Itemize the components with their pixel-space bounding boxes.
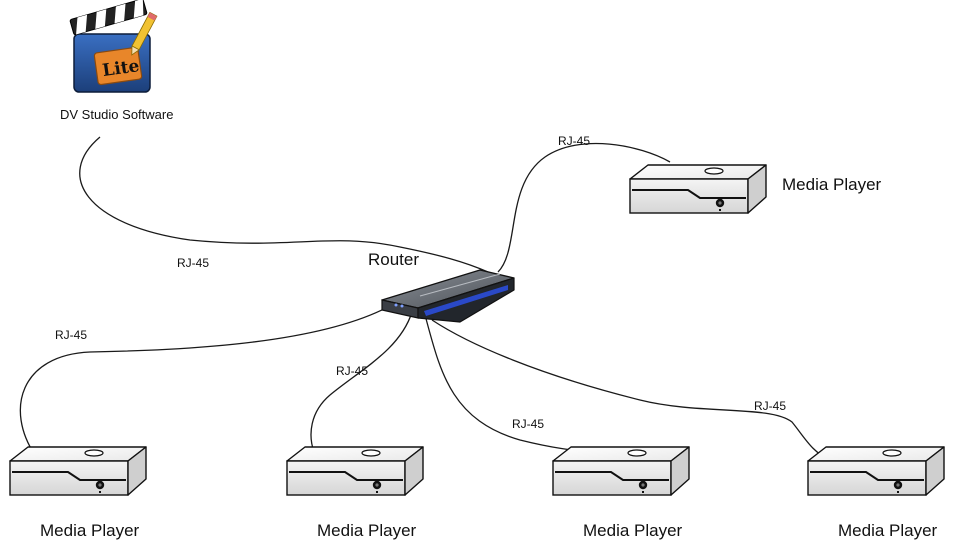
cable-router-player-bottom-3: [424, 314, 613, 457]
media-player-label: Media Player: [317, 521, 417, 540]
media-player-label: Media Player: [838, 521, 938, 540]
media-player-device-icon: [629, 164, 767, 214]
cable-router-player-bottom-2: [310, 311, 413, 453]
cable-label-bottom-2: RJ-45: [336, 364, 368, 378]
media-player-label: Media Player: [782, 175, 882, 194]
router-label: Router: [368, 250, 419, 269]
cable-router-player-bottom-1: [19, 299, 401, 456]
media-player-label: Media Player: [583, 521, 683, 540]
media-player-bottom-4: Media Player: [807, 446, 945, 540]
clapperboard-icon: Lite: [69, 0, 158, 93]
media-player-bottom-2: Media Player: [286, 446, 424, 540]
router-node: Router: [368, 250, 515, 323]
cable-router-player-top-right: [497, 142, 671, 273]
cable-label-bottom-3: RJ-45: [512, 417, 544, 431]
dv-studio-software-caption: DV Studio Software: [60, 107, 173, 122]
cable-label-top-right: RJ-45: [558, 134, 590, 148]
media-player-bottom-1: Media Player: [9, 446, 147, 540]
media-player-label: Media Player: [40, 521, 140, 540]
cable-label-software: RJ-45: [177, 256, 209, 270]
media-player-device-icon: [552, 446, 690, 496]
media-player-top-right: Media Player: [629, 164, 882, 214]
cable-software-router: [79, 136, 489, 273]
media-player-device-icon: [9, 446, 147, 496]
dv-studio-software-node: Lite DV Studio Software: [60, 0, 173, 122]
cable-label-bottom-4: RJ-45: [754, 399, 786, 413]
router-device-icon: [381, 269, 515, 323]
cable-router-player-bottom-4: [431, 319, 831, 461]
cable-label-bottom-1: RJ-45: [55, 328, 87, 342]
media-player-bottom-3: Media Player: [552, 446, 690, 540]
media-player-device-icon: [807, 446, 945, 496]
media-player-device-icon: [286, 446, 424, 496]
